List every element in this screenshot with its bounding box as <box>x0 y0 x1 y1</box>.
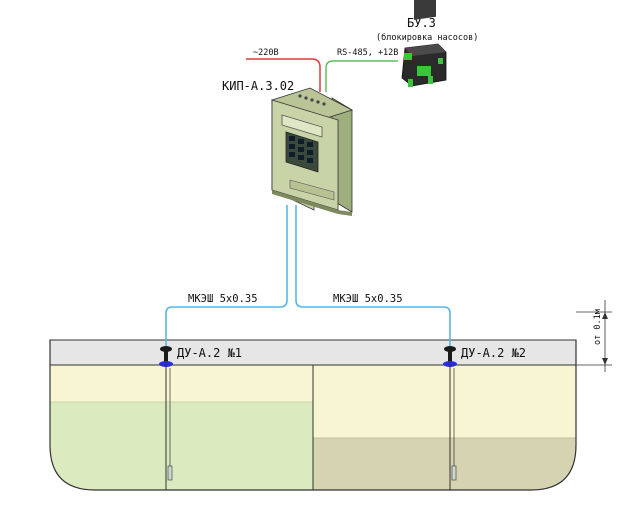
power-line <box>246 58 321 92</box>
power-label: ~220В <box>253 48 279 58</box>
relay-module-icon <box>401 0 447 87</box>
sensor-2-label: ДУ-А.2 №2 <box>461 346 526 360</box>
liquid-left-lower <box>50 402 313 490</box>
controller-label: КИП-А.3.02 <box>222 79 294 93</box>
liquid-right-lower <box>313 438 576 490</box>
cable-right <box>295 205 451 346</box>
signal-cables <box>165 205 451 346</box>
cable-right-label: МКЭШ 5х0.35 <box>333 293 403 305</box>
sensor-1-label: ДУ-А.2 №1 <box>177 346 242 360</box>
block-unit-desc: (блокировка насосов) <box>376 32 478 43</box>
cable-left <box>165 205 288 346</box>
liquid-right-upper <box>313 365 576 438</box>
offset-label: от 0.1м <box>593 309 603 345</box>
cable-left-label: МКЭШ 5х0.35 <box>188 293 258 305</box>
tank <box>49 339 577 491</box>
controller-device-icon <box>270 87 354 216</box>
liquid-left-upper <box>50 365 313 402</box>
offset-dimension: от 0.1м <box>576 300 612 372</box>
level-sensor-icon <box>159 346 457 490</box>
bus-label: RS-485, +12В <box>337 48 398 58</box>
bus-line <box>325 60 398 92</box>
